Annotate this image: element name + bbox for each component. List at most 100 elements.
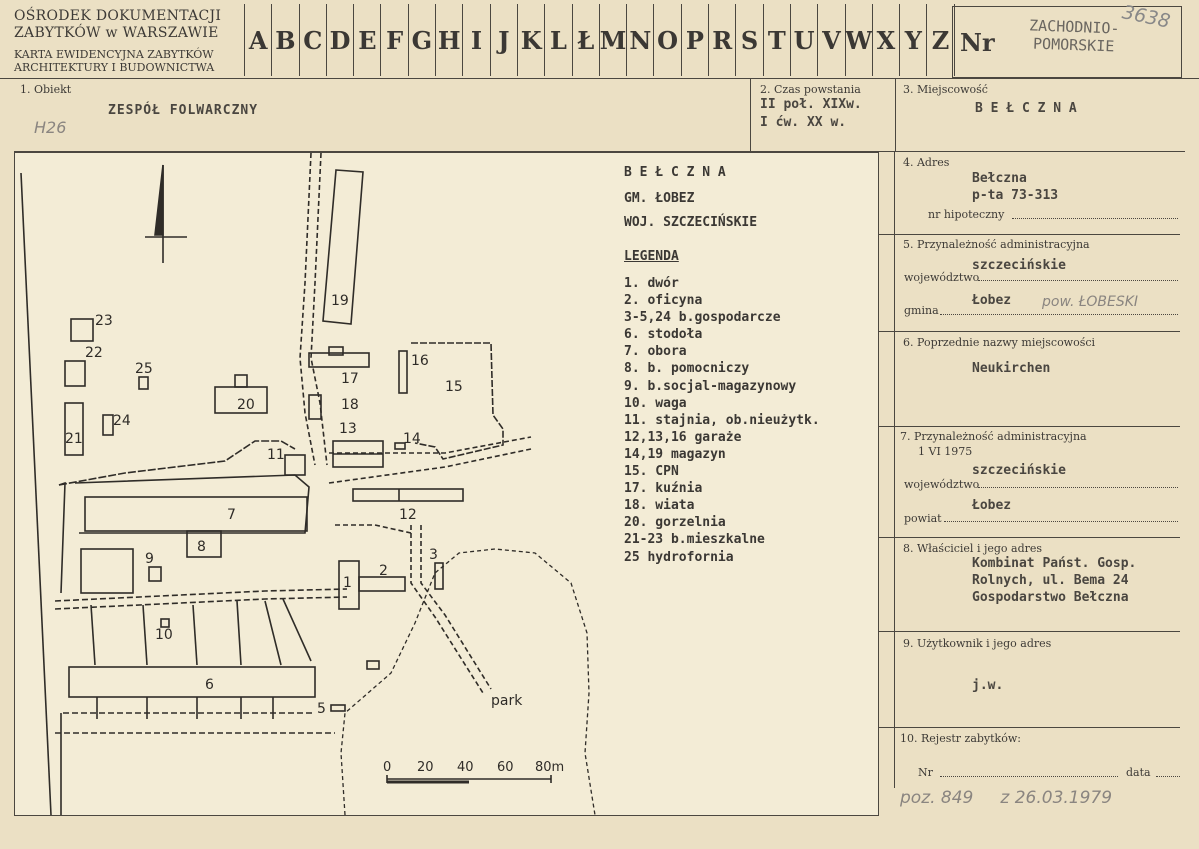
uzytkownik-label: 9. Użytkownik i jego adres xyxy=(903,637,1052,650)
legend-item: 25 hydrofornia xyxy=(624,549,734,565)
przyn7-label: 7. Przynależność administracyjna xyxy=(900,430,1087,443)
map-label-25: 25 xyxy=(135,361,153,377)
site-map: 1 2 3 5 6 7 8 9 10 11 12 13 14 15 16 17 … xyxy=(14,152,604,816)
przyn-woj-value: szczecińskie xyxy=(972,258,1066,273)
przyn7-woj-label: województwo xyxy=(904,478,980,491)
map-label-5: 5 xyxy=(317,701,326,717)
map-label-22: 22 xyxy=(85,345,103,361)
legend-place: B E Ł C Z N A xyxy=(624,165,726,180)
map-label-7: 7 xyxy=(227,507,236,523)
rejestr-label: 10. Rejestr zabytków: xyxy=(900,732,1021,745)
map-label-23: 23 xyxy=(95,313,113,329)
map-label-15: 15 xyxy=(445,379,463,395)
wlasciciel-line2: Rolnych, ul. Bema 24 xyxy=(972,573,1129,588)
scale-tick-80: 80m xyxy=(535,760,564,775)
map-label-21: 21 xyxy=(65,431,83,447)
adres-line1: Bełczna xyxy=(972,171,1027,186)
index-letter-19: T xyxy=(762,4,790,76)
legend-item: 6. stodoła xyxy=(624,327,703,343)
map-label-17: 17 xyxy=(341,371,359,387)
map-label-1: 1 xyxy=(343,575,352,591)
map-legend: B E Ł C Z N A GM. ŁOBEZ WOJ. SZCZECIŃSKI… xyxy=(602,152,879,816)
czas-line1: II poł. XIXw. xyxy=(760,97,862,112)
index-letter-10: K xyxy=(516,4,544,76)
scale-tick-0: 0 xyxy=(383,760,391,775)
przyn-label: 5. Przynależność administracyjna xyxy=(903,238,1090,251)
przyn-gmina-value: Łobez xyxy=(972,293,1012,308)
adres-line2: p-ta 73-313 xyxy=(972,188,1059,203)
map-label-24: 24 xyxy=(113,413,131,429)
card-type-line1: KARTA EWIDENCYJNA ZABYTKÓW xyxy=(14,48,214,61)
obiekt-value: ZESPÓŁ FOLWARCZNY xyxy=(108,103,259,118)
czas-label: 2. Czas powstania xyxy=(760,83,861,96)
legend-title: LEGENDA xyxy=(624,249,679,264)
index-letter-15: O xyxy=(653,4,680,76)
uzytkownik-value: j.w. xyxy=(972,678,1004,693)
legend-item: 15. CPN xyxy=(624,464,679,480)
card-type-line2: ARCHITEKTURY I BUDOWNICTWA xyxy=(14,61,215,74)
map-label-18: 18 xyxy=(341,397,359,413)
przyn7-date: 1 VI 1975 xyxy=(918,445,973,458)
legend-item: 8. b. pomocniczy xyxy=(624,361,750,377)
legend-item: 1. dwór xyxy=(624,276,679,291)
index-letter-20: U xyxy=(789,4,817,76)
index-letter-17: R xyxy=(708,4,735,76)
map-label-16: 16 xyxy=(411,353,429,369)
miejscowosc-value: B E Ł C Z N A xyxy=(975,101,1077,116)
index-letter-0: A xyxy=(244,4,271,76)
index-letter-22: W xyxy=(844,4,872,76)
map-label-11: 11 xyxy=(267,447,285,463)
index-letter-25: Z xyxy=(926,4,953,76)
rejestr-nr-label: Nr xyxy=(918,766,933,779)
nr-label: Nr xyxy=(960,28,995,57)
przyn7-woj-value: szczecińskie xyxy=(972,463,1066,478)
map-label-14: 14 xyxy=(403,431,421,447)
card-header: OŚRODEK DOKUMENTACJI ZABYTKÓW w WARSZAWI… xyxy=(0,0,1199,79)
index-letter-21: V xyxy=(817,4,844,76)
legend-item: 3-5,24 b.gospodarcze xyxy=(624,310,781,326)
map-label-park: park xyxy=(491,693,523,709)
org-line1: OŚRODEK DOKUMENTACJI xyxy=(14,8,222,24)
index-letter-23: X xyxy=(871,4,899,76)
card-type: KARTA EWIDENCYJNA ZABYTKÓW ARCHITEKTURY … xyxy=(14,48,214,74)
index-letter-13: M xyxy=(598,4,626,76)
map-label-19: 19 xyxy=(331,293,349,309)
legend-item: 14,19 magazyn xyxy=(624,446,726,462)
index-letter-24: Y xyxy=(899,4,926,76)
map-label-6: 6 xyxy=(205,677,214,693)
poprz-value: Neukirchen xyxy=(972,361,1051,376)
legend-gmina: GM. ŁOBEZ xyxy=(624,191,695,206)
przyn7-powiat-label: powiat xyxy=(904,512,942,525)
legend-woj: WOJ. SZCZECIŃSKIE xyxy=(624,215,758,230)
map-label-3: 3 xyxy=(429,547,438,563)
wlasciciel-label: 8. Właściciel i jego adres xyxy=(903,542,1043,555)
map-label-10: 10 xyxy=(155,627,173,643)
legend-item: 21-23 b.mieszkalne xyxy=(624,532,765,548)
map-label-13: 13 xyxy=(339,421,357,437)
map-label-20: 20 xyxy=(237,397,255,413)
org-line2: ZABYTKÓW w WARSZAWIE xyxy=(14,25,219,41)
index-letter-7: H xyxy=(435,4,462,76)
index-letter-6: G xyxy=(407,4,435,76)
index-letter-12: Ł xyxy=(571,4,599,76)
legend-item: 7. obora xyxy=(624,344,687,360)
rejestr-data-label: data xyxy=(1126,766,1151,779)
legend-item: 10. waga xyxy=(624,395,687,411)
wlasciciel-line1: Kombinat Państ. Gosp. xyxy=(972,556,1137,571)
legend-item: 2. oficyna xyxy=(624,293,703,309)
index-letter-18: S xyxy=(735,4,762,76)
legend-item: 17. kuźnia xyxy=(624,481,703,497)
index-letter-2: C xyxy=(298,4,326,76)
przyn-gmina-hand: pow. ŁOBESKI xyxy=(1042,294,1139,310)
przyn-woj-label: województwo xyxy=(904,271,980,284)
scale-tick-60: 60 xyxy=(497,760,514,775)
scale-tick-40: 40 xyxy=(457,760,474,775)
index-letter-3: D xyxy=(325,4,353,76)
przyn7-powiat-value: Łobez xyxy=(972,498,1012,513)
poprz-label: 6. Poprzednie nazwy miejscowości xyxy=(903,336,1096,349)
obiekt-label: 1. Obiekt xyxy=(20,83,72,96)
wlasciciel-line3: Gospodarstwo Bełczna xyxy=(972,590,1129,605)
legend-item: 20. gorzelnia xyxy=(624,515,726,531)
